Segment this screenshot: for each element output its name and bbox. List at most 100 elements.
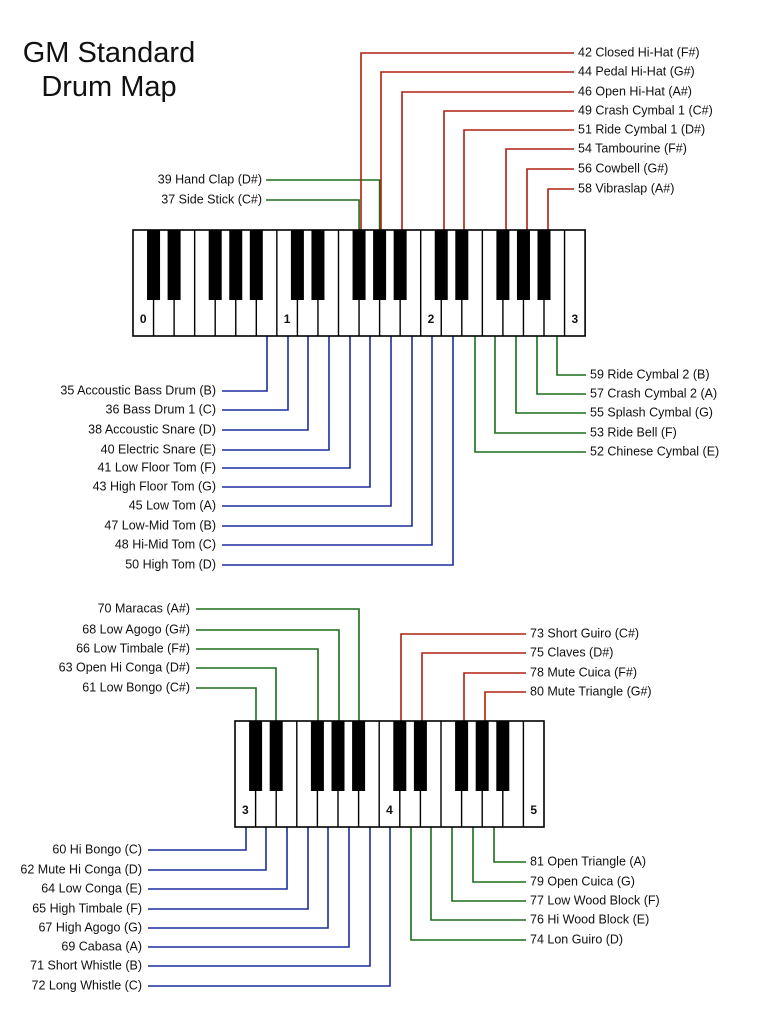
title-line-1: GM Standard [22,37,196,69]
black-key [147,230,161,300]
drum-label: 54 Tambourine (F#) [578,141,687,155]
black-key [516,230,530,300]
octave-label: 0 [140,312,147,326]
octave-label: 5 [530,803,537,817]
black-key [229,230,243,300]
black-key [269,721,283,791]
drum-label: 35 Accoustic Bass Drum (B) [60,383,216,397]
octave-label: 4 [386,803,393,817]
connector-bottom-left [148,827,391,987]
drum-label: 81 Open Triangle (A) [530,854,646,868]
black-key [537,230,551,300]
connector-bottom-left [148,827,288,890]
drum-label: 64 Low Conga (E) [41,881,142,895]
drum-label: 74 Lon Guiro (D) [530,932,623,946]
drum-label: 43 High Floor Tom (G) [93,479,216,493]
drum-label: 65 High Timbale (F) [32,901,142,915]
connector-bottom-right [493,827,526,863]
drum-label: 37 Side Stick (C#) [161,192,262,206]
connector-bottom-left [222,336,289,411]
drum-label: 51 Ride Cymbal 1 (D#) [578,122,705,136]
keyboard-upper: 39 Hand Clap (D#)37 Side Stick (C#)42 Cl… [60,45,719,571]
connector-bottom-right [515,336,586,414]
connector-bottom-left [222,336,309,431]
black-key [249,721,263,791]
drum-label: 40 Electric Snare (E) [101,442,216,456]
connector-top-right [401,91,574,230]
drum-label: 80 Mute Triangle (G#) [530,684,652,698]
drum-label: 55 Splash Cymbal (G) [590,405,713,419]
connector-bottom-left [222,336,351,469]
keyboard-lower: 70 Maracas (A#)68 Low Agogo (G#)66 Low T… [20,601,659,992]
black-key [167,230,181,300]
black-key [373,230,387,300]
connector-bottom-right [451,827,526,902]
connector-bottom-left [148,827,371,967]
drum-label: 73 Short Guiro (C#) [530,626,639,640]
connector-top-right [526,168,574,230]
black-key [434,230,448,300]
black-key [290,230,304,300]
drum-label: 56 Cowbell (G#) [578,161,668,175]
connector-top-left [266,199,360,230]
black-key [208,230,222,300]
drum-label: 50 High Tom (D) [125,557,216,571]
drum-label: 53 Ride Bell (F) [590,425,677,439]
drum-label: 38 Accoustic Snare (D) [88,422,216,436]
connector-bottom-left [222,336,371,488]
connector-top-left [266,179,381,230]
connector-bottom-left [222,336,392,507]
connector-top-left [196,648,319,721]
connector-top-right [360,52,574,230]
drum-label: 58 Vibraslap (A#) [578,181,674,195]
connector-top-left [196,608,360,721]
connector-top-left [196,667,277,721]
keyboard-frame [234,720,545,828]
octave-label: 3 [571,312,578,326]
connector-bottom-left [222,336,268,392]
connector-bottom-left [222,336,433,546]
drum-label: 57 Crash Cymbal 2 (A) [590,386,717,400]
connector-bottom-left [148,827,350,948]
drum-label: 36 Bass Drum 1 (C) [106,402,216,416]
drum-label: 60 Hi Bongo (C) [52,842,142,856]
connector-top-right [484,691,526,721]
connector-bottom-right [494,336,586,434]
drum-label: 62 Mute Hi Conga (D) [20,862,142,876]
title-line-2: Drum Map [41,71,177,103]
connector-top-right [443,110,574,230]
drum-label: 78 Mute Cuica (F#) [530,665,637,679]
connector-bottom-right [430,827,526,921]
black-key [393,230,407,300]
drum-label: 72 Long Whistle (C) [32,978,142,992]
connector-top-right [463,672,526,721]
drum-label: 69 Cabasa (A) [61,939,142,953]
connector-bottom-left [148,827,267,871]
black-key [352,721,366,791]
drum-label: 41 Low Floor Tom (F) [97,460,216,474]
connector-bottom-left [222,336,330,451]
drum-label: 68 Low Agogo (G#) [82,622,190,636]
black-key [413,721,427,791]
drum-label: 42 Closed Hi-Hat (F#) [578,45,700,59]
connector-bottom-left [148,827,247,851]
connector-bottom-left [148,827,309,910]
connector-top-right [400,633,526,721]
drum-label: 52 Chinese Cymbal (E) [590,444,719,458]
connector-top-right [547,188,574,230]
black-key [455,230,469,300]
drum-label: 59 Ride Cymbal 2 (B) [590,367,710,381]
connector-top-left [196,629,340,721]
black-key [393,721,407,791]
black-key [475,721,489,791]
drum-label: 45 Low Tom (A) [129,498,216,512]
drum-label: 71 Short Whistle (B) [30,958,142,972]
connector-top-right [505,148,574,230]
black-key [352,230,366,300]
drum-label: 77 Low Wood Block (F) [530,893,660,907]
black-key [455,721,469,791]
black-key [249,230,263,300]
drum-label: 61 Low Bongo (C#) [82,680,190,694]
connector-bottom-right [474,336,586,453]
